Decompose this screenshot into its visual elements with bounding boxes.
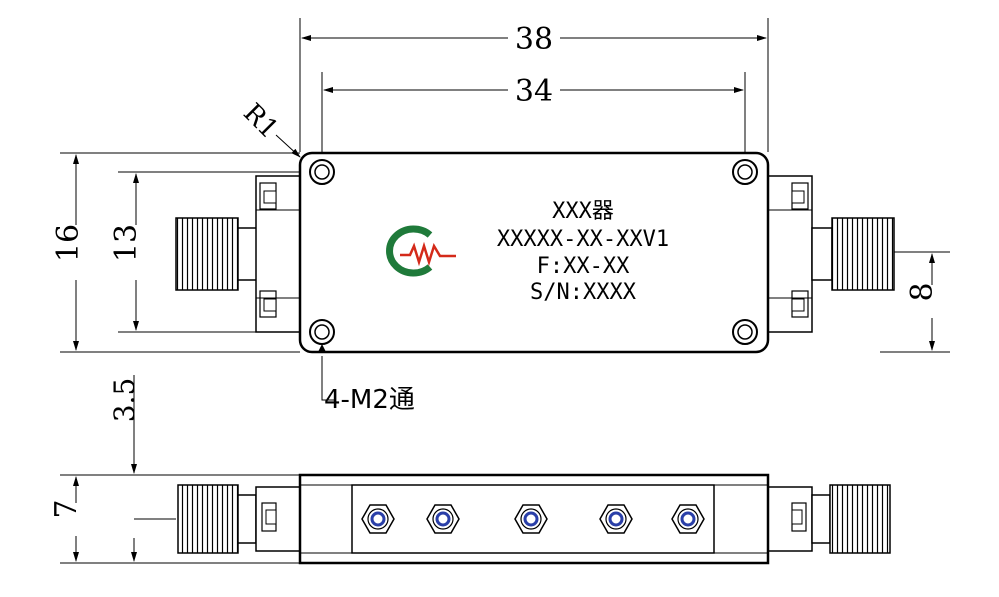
dim-label-38: 38 (515, 22, 553, 57)
housing-body (298, 151, 770, 354)
tuning-screw-5 (671, 504, 705, 534)
dim-overall-length: 38 (299, 18, 769, 152)
tuning-screw-1 (361, 504, 395, 534)
company-logo-icon (386, 225, 456, 277)
product-name: XXX器 (552, 199, 614, 224)
dim-mount-holes: 4-M2通 (318, 344, 415, 415)
left-connector-side (177, 484, 301, 554)
dim-label-mount-holes: 4-M2通 (324, 385, 415, 415)
product-label: XXX器 XXXXX-XX-XXV1 F:XX-XX S/N:XXXX (497, 199, 669, 305)
dim-connector-offset: 8 (880, 251, 950, 353)
tuning-screw-3 (514, 504, 548, 534)
dim-overall-width: 16 (51, 152, 300, 353)
mount-hole-bl (309, 319, 335, 345)
dim-side-offset: 3.5 (108, 375, 141, 474)
top-view: 38 34 R1 16 13 (51, 18, 950, 415)
dim-hole-spacing-width: 13 (109, 171, 318, 333)
right-connector-top (767, 175, 895, 333)
dim-label-3-5: 3.5 (108, 378, 141, 423)
mount-hole-tl (309, 159, 335, 185)
dim-label-r1: R1 (237, 98, 284, 145)
tuning-screw-4 (599, 504, 633, 534)
product-model: XXXXX-XX-XXV1 (497, 227, 669, 252)
dim-label-7: 7 (49, 499, 84, 518)
dim-label-34: 34 (515, 74, 553, 109)
left-connector-top (175, 175, 301, 333)
tuning-screw-2 (426, 504, 460, 534)
dim-label-16: 16 (51, 224, 86, 262)
product-serial: S/N:XXXX (530, 280, 637, 305)
side-view: 3.5 7 (49, 375, 891, 565)
dim-label-13: 13 (109, 224, 144, 262)
right-connector-side (767, 484, 891, 554)
mount-hole-tr (732, 159, 758, 185)
dim-corner-radius: R1 (237, 98, 301, 158)
product-frequency: F:XX-XX (537, 254, 630, 279)
mount-hole-br (732, 319, 758, 345)
dim-hole-spacing-length: 34 (321, 72, 746, 160)
dim-side-height: 7 (49, 474, 300, 564)
dim-label-8: 8 (905, 282, 940, 301)
